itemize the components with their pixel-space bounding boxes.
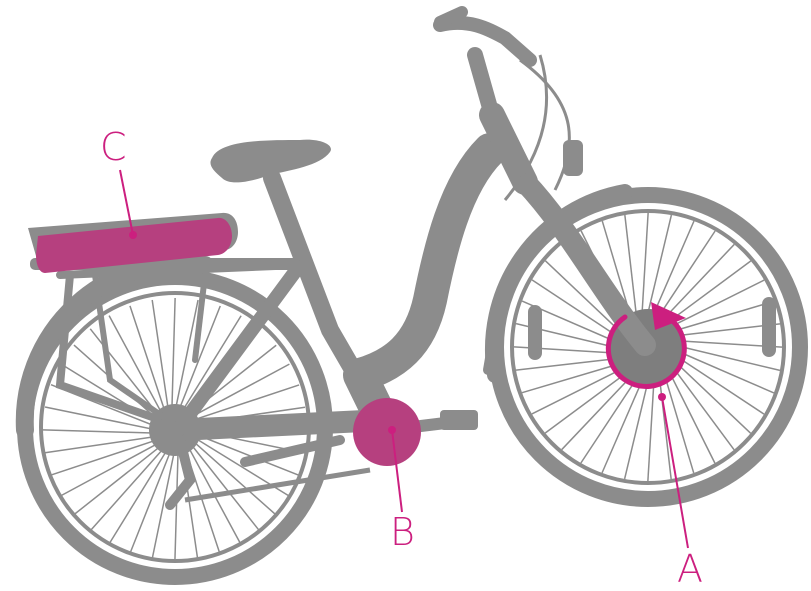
stem: [475, 55, 492, 115]
label-a: A: [677, 547, 703, 591]
rear-spoke: [152, 300, 170, 421]
down-tube: [360, 150, 490, 420]
rear-spoke: [184, 435, 260, 531]
rear-spoke: [45, 435, 166, 453]
label-b: B: [390, 510, 415, 554]
bicycle-silhouette: [25, 12, 800, 577]
rear-spoke: [90, 439, 172, 531]
pedal: [440, 410, 478, 430]
rear-spoke: [184, 433, 276, 515]
rear-spoke: [43, 430, 166, 434]
headlight: [563, 140, 583, 176]
rear-spoke: [130, 440, 175, 554]
rear-spoke: [109, 440, 173, 544]
callout-line-a: [662, 397, 688, 548]
head-tube: [492, 115, 525, 182]
front-reflector-left: [528, 305, 542, 360]
chain: [185, 470, 370, 500]
mid-drive-motor: [353, 398, 421, 466]
front-reflector-right: [762, 297, 776, 357]
rear-spoke: [74, 439, 170, 515]
rear-spoke: [172, 298, 176, 421]
label-c: C: [100, 125, 127, 169]
handlebar: [440, 23, 530, 60]
mid-drive-motor-highlight: [353, 398, 421, 466]
